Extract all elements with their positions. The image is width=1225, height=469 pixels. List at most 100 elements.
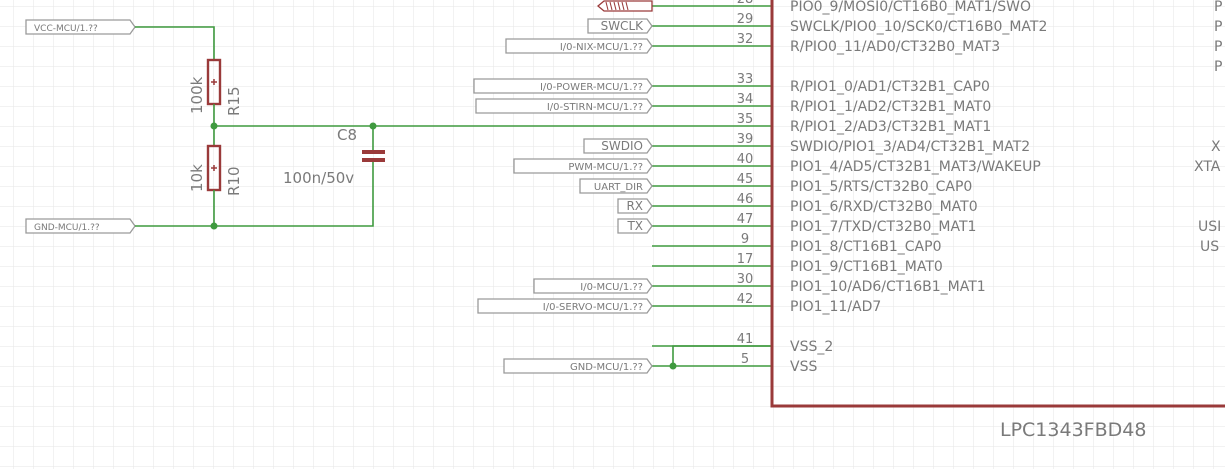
pin-number-9: 9 xyxy=(741,232,749,247)
ic-pin-30[interactable]: 30 PIO1_10/AD6/CT16B1_MAT1 I/0-MCU/1.?? xyxy=(533,272,986,295)
right-edge-text: X xyxy=(1211,139,1221,155)
net-label-text: SWDIO xyxy=(601,139,643,153)
net-label-box[interactable] xyxy=(513,158,653,174)
ic-pin-9[interactable]: 9 PIO1_8/CT16B1_CAP0 xyxy=(652,232,941,255)
net-label-box[interactable] xyxy=(583,138,653,154)
net-label-text: I/0-POWER-MCU/1.?? xyxy=(540,82,643,93)
gnd-junction xyxy=(210,222,218,230)
ic-pin-42[interactable]: 42 PIO1_11/AD7 I/0-SERVO-MCU/1.?? xyxy=(477,292,881,315)
ic-pin-45[interactable]: 45 PIO1_5/RTS/CT32B0_CAP0 UART_DIR xyxy=(579,172,972,195)
net-label-box[interactable] xyxy=(475,98,653,114)
net-label-box[interactable] xyxy=(477,298,653,314)
pin-function-39: SWDIO/PIO1_3/AD4/CT32B1_MAT2 xyxy=(790,139,1030,155)
ic-pin-34[interactable]: 34 R/PIO1_1/AD2/CT32B1_MAT0 I/0-STIRN-MCU/… xyxy=(475,92,991,115)
pin-number-40: 40 xyxy=(737,152,754,167)
vcc-net-label[interactable]: VCC-MCU/1.?? xyxy=(25,19,136,35)
pin-function-40: PIO1_4/AD5/CT32B1_MAT3/WAKEUP xyxy=(790,159,1041,175)
vss-tie-wire[interactable] xyxy=(672,345,772,366)
right-edge-text: XTA xyxy=(1194,159,1221,175)
net-label-text: PWM-MCU/1.?? xyxy=(568,162,643,173)
ic-pin-35[interactable]: 35 R/PIO1_2/AD3/CT32B1_MAT1 xyxy=(652,112,991,135)
pin-number-34: 34 xyxy=(737,92,754,107)
net-label-box[interactable] xyxy=(503,358,653,374)
net-label-text: I/0-STIRN-MCU/1.?? xyxy=(547,102,643,113)
net-label-box[interactable] xyxy=(505,38,653,54)
ic-name: LPC1343FBD48 xyxy=(1000,419,1146,441)
pin-function-47: PIO1_7/TXD/CT32B0_MAT1 xyxy=(790,219,976,235)
right-edge-text: P xyxy=(1214,59,1222,75)
right-edge-text: P xyxy=(1214,0,1222,15)
gnd-label-text: GND-MCU/1.?? xyxy=(34,223,100,233)
connector-hatch xyxy=(605,1,609,11)
net-label-box[interactable] xyxy=(617,198,653,214)
pin-number-47: 47 xyxy=(737,212,754,227)
r15-name: R15 xyxy=(225,86,243,116)
net-label-box[interactable] xyxy=(587,18,653,34)
net-label-text: UART_DIR xyxy=(594,182,643,193)
pin-number-39: 39 xyxy=(737,132,754,147)
ic-pin-33[interactable]: 33 R/PIO1_0/AD1/CT32B1_CAP0 I/0-POWER-MCU/… xyxy=(473,72,990,95)
right-edge-text: USI xyxy=(1198,219,1221,235)
ic-pin-40[interactable]: 40 PIO1_4/AD5/CT32B1_MAT3/WAKEUP PWM-MCU/1… xyxy=(513,152,1041,175)
pin-number-35: 35 xyxy=(737,112,754,127)
net-label-box[interactable] xyxy=(473,78,653,94)
pin-function-30: PIO1_10/AD6/CT16B1_MAT1 xyxy=(790,279,986,295)
pin-number-33: 33 xyxy=(737,72,754,87)
pin-function-46: PIO1_6/RXD/CT32B0_MAT0 xyxy=(790,199,978,215)
pin-function-33: R/PIO1_0/AD1/CT32B1_CAP0 xyxy=(790,79,990,95)
r10-name: R10 xyxy=(225,166,243,196)
c8-name: C8 xyxy=(337,126,357,144)
ic-pin-28[interactable]: 28PIO0_9/MOSI0/CT16B0_MAT1/SWO xyxy=(596,0,1031,15)
net-label-text: I/0-SERVO-MCU/1.?? xyxy=(543,302,643,313)
net-label-box[interactable] xyxy=(579,178,653,194)
connector-hatch xyxy=(617,1,621,11)
capacitor-c8[interactable] xyxy=(362,150,385,162)
pin-number-30: 30 xyxy=(737,272,754,287)
vcc-wire[interactable] xyxy=(135,26,215,60)
ic-pin-39[interactable]: 39 SWDIO/PIO1_3/AD4/CT32B1_MAT2 SWDIO xyxy=(583,132,1030,155)
tap-junction-left xyxy=(210,122,218,130)
net-label-text: SWCLK xyxy=(601,19,645,33)
pin-function-28: PIO0_9/MOSI0/CT16B0_MAT1/SWO xyxy=(790,0,1031,15)
ic-lpc1343[interactable] xyxy=(770,0,1225,408)
right-edge-text: P xyxy=(1214,19,1222,35)
pin-function-29: SWCLK/PIO0_10/SCK0/CT16B0_MAT2 xyxy=(790,19,1047,35)
r15-value: 100k xyxy=(188,76,206,114)
pin-function-45: PIO1_5/RTS/CT32B0_CAP0 xyxy=(790,179,972,195)
pin-number-41: 41 xyxy=(737,332,754,347)
pin-function-35: R/PIO1_2/AD3/CT32B1_MAT1 xyxy=(790,119,991,135)
pin-number-45: 45 xyxy=(737,172,754,187)
vss-wiring xyxy=(669,345,772,370)
pin-function-9: PIO1_8/CT16B1_CAP0 xyxy=(790,239,941,255)
c8-value: 100n/50v xyxy=(283,169,354,187)
vcc-label-text: VCC-MCU/1.?? xyxy=(34,24,98,34)
net-label-text: I/0-NIX-MCU/1.?? xyxy=(560,42,643,53)
pin-function-5: VSS xyxy=(790,359,817,375)
connector-hatch xyxy=(625,1,629,11)
net-label-text: RX xyxy=(626,199,643,213)
net-label-box[interactable] xyxy=(617,218,653,234)
ic-pin-47[interactable]: 47 PIO1_7/TXD/CT32B0_MAT1 TX xyxy=(617,212,976,235)
pin-number-42: 42 xyxy=(737,292,754,307)
pin-function-32: R/PIO0_11/AD0/CT32B0_MAT3 xyxy=(790,39,1000,55)
net-label-text: TX xyxy=(626,219,643,233)
vss-junction xyxy=(669,362,677,370)
pin-function-34: R/PIO1_1/AD2/CT32B1_MAT0 xyxy=(790,99,991,115)
pin-number-29: 29 xyxy=(737,12,754,27)
gnd-net-label[interactable]: GND-MCU/1.?? xyxy=(25,218,136,234)
connector-hatch xyxy=(613,1,617,11)
connector-hatch xyxy=(609,1,613,11)
pin-function-42: PIO1_11/AD7 xyxy=(790,299,881,315)
pin-number-17: 17 xyxy=(737,252,754,267)
ic-pin-29[interactable]: 29 SWCLK/PIO0_10/SCK0/CT16B0_MAT2 SWCLK xyxy=(587,12,1047,35)
net-label-text: I/0-MCU/1.?? xyxy=(580,282,643,293)
right-edge-text: P xyxy=(1214,39,1222,55)
r10-value: 10k xyxy=(188,164,206,192)
net-label-box[interactable] xyxy=(533,278,653,294)
